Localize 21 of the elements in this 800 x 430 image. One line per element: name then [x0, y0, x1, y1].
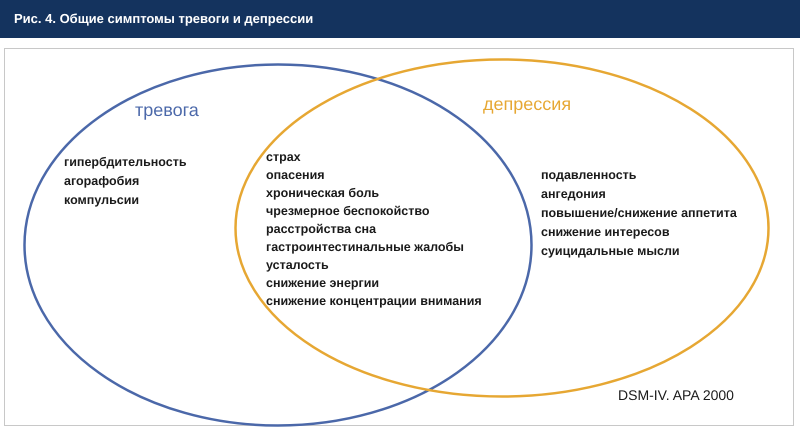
symptom-text: компульсии [64, 193, 140, 207]
symptom-text: чрезмерное беспокойство [266, 204, 430, 218]
source-note: DSM-IV. APA 2000 [618, 387, 734, 403]
symptom-text: гипербдительность [64, 155, 187, 169]
symptom-text: гастроинтестинальные жалобы [266, 240, 464, 254]
symptom-text: снижение интересов [541, 225, 670, 239]
symptom-text: снижение концентрации внимания [266, 294, 482, 308]
symptom-text: подавленность [541, 168, 636, 182]
set-heading: тревога [135, 100, 199, 121]
symptom-text: снижение энергии [266, 276, 380, 290]
symptom-text: хроническая боль [266, 186, 380, 200]
symptom-text: опасения [266, 168, 325, 182]
symptom-text: повышение/снижение аппетита [541, 206, 737, 220]
symptom-text: суицидальные мысли [541, 244, 680, 258]
symptom-text: ангедония [541, 187, 606, 201]
symptom-text: агорафобия [64, 174, 140, 188]
symptom-text: страх [266, 150, 301, 164]
figure-title: Рис. 4. Общие симптомы тревоги и депрессии [0, 0, 800, 38]
set-heading: депрессия [483, 94, 572, 115]
symptom-text: расстройства сна [266, 222, 376, 236]
symptom-text: усталость [266, 258, 329, 272]
